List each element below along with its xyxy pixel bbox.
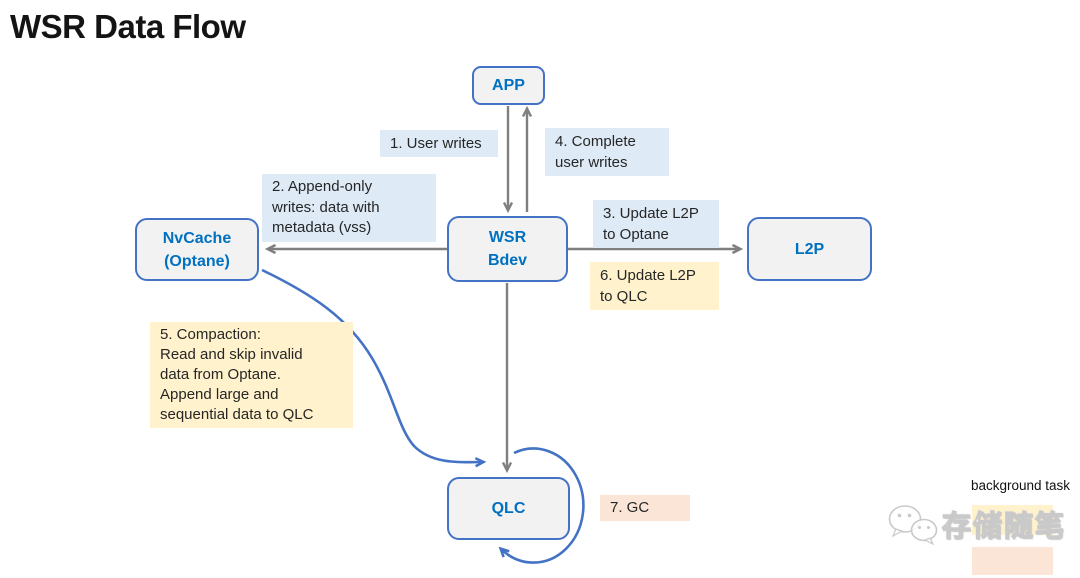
legend-background-task-label: background task	[970, 478, 1070, 493]
node-qlc: QLC	[447, 477, 570, 540]
step-label-update-l2p-qlc: 6. Update L2P to QLC	[590, 262, 719, 310]
step-label-append-only-writes: 2. Append-only writes: data with metadat…	[262, 174, 436, 242]
node-wsr-bdev: WSR Bdev	[447, 216, 568, 282]
page-title: WSR Data Flow	[10, 8, 246, 45]
node-qlc-label: QLC	[491, 500, 526, 517]
watermark-text: 存储随笔	[941, 510, 1067, 543]
node-nvcache-label: NvCache (Optane)	[162, 229, 232, 270]
step-label-update-l2p-optane: 3. Update L2P to Optane	[593, 200, 719, 248]
node-l2p-label: L2P	[794, 240, 825, 258]
legend-swatch-peach	[972, 547, 1053, 575]
node-app-label: APP	[492, 77, 525, 94]
step-label-compaction: 5. Compaction: Read and skip invalid dat…	[150, 322, 353, 428]
curve-nvcache-to-qlc	[261, 268, 487, 468]
loop-qlc-gc	[498, 447, 585, 564]
step-label-user-writes: 1. User writes	[380, 130, 498, 157]
node-l2p: L2P	[747, 217, 872, 281]
node-wsr-bdev-label: WSR Bdev	[487, 229, 528, 269]
step-label-gc: 7. GC	[600, 495, 690, 521]
step-label-complete-user-writes: 4. Complete user writes	[545, 128, 669, 176]
wechat-icon	[888, 505, 938, 546]
legend-swatch-yellow	[972, 505, 1053, 535]
node-app: APP	[472, 66, 545, 105]
node-nvcache: NvCache (Optane)	[135, 218, 259, 281]
watermark: 存储随笔	[886, 500, 1066, 548]
